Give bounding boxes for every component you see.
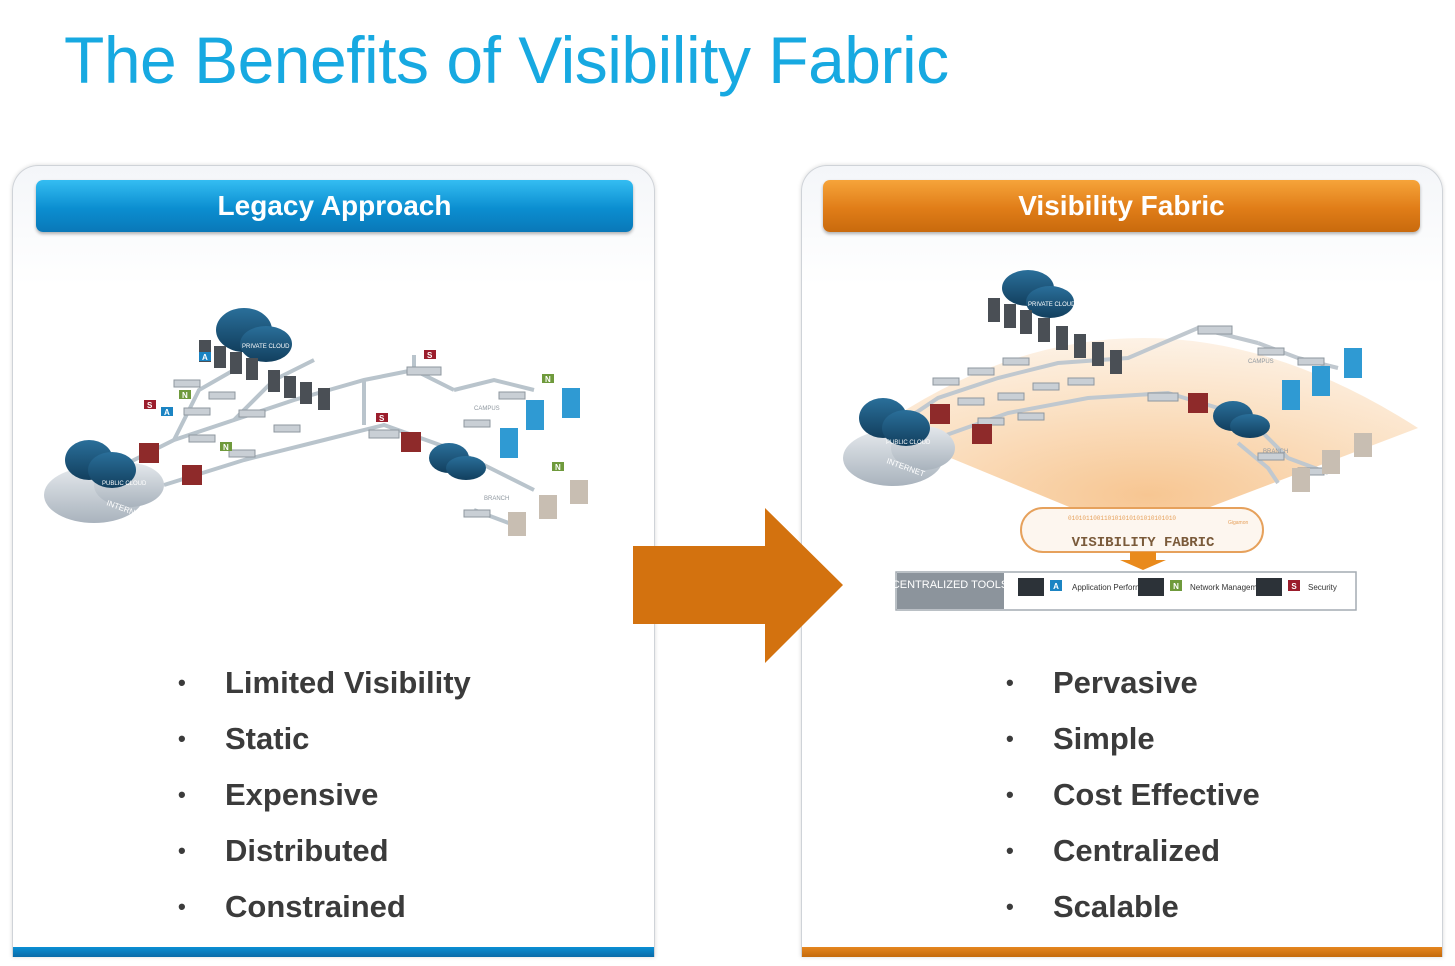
fabric-bullet: • Simple <box>1006 711 1260 767</box>
flag-s: S <box>147 401 153 410</box>
fabric-bullet: • Centralized <box>1006 823 1260 879</box>
flag-n: N <box>545 375 551 384</box>
flag-n: N <box>223 443 229 452</box>
flag-n: N <box>182 391 188 400</box>
tool-application-name: Application Performance <box>1072 583 1160 592</box>
legacy-header: Legacy Approach <box>36 180 633 232</box>
bullet-dot: • <box>178 838 186 863</box>
internet-cloud <box>429 443 486 480</box>
fabric-label: VISIBILITY FABRIC <box>1072 535 1215 551</box>
fabric-buildings <box>1282 348 1372 492</box>
flag-a: A <box>164 408 170 417</box>
bullet-dot: • <box>178 670 186 695</box>
fabric-down-arrow <box>1120 552 1166 570</box>
fabric-private-cloud-label: PRIVATE CLOUD <box>1028 302 1076 308</box>
fabric-internet-cloud <box>1213 401 1270 438</box>
flag-n: N <box>555 463 561 472</box>
bullet-dot: • <box>178 782 186 807</box>
bullet-dot: • <box>178 894 186 919</box>
legacy-bullet: • Distributed <box>178 823 471 879</box>
fabric-bullet: • Scalable <box>1006 879 1260 935</box>
bullet-dot: • <box>1006 894 1014 919</box>
legacy-flags: S A N N A S S N N <box>144 350 564 472</box>
slide-title: The Benefits of Visibility Fabric <box>64 23 949 97</box>
bullet-text: Constrained <box>225 889 406 924</box>
bullet-dot: • <box>1006 838 1014 863</box>
legacy-panel: Legacy Approach <box>12 165 655 957</box>
legacy-bullet: • Static <box>178 711 471 767</box>
tools-label: CENTRALIZED TOOLS <box>892 579 1008 591</box>
legacy-bullet: • Expensive <box>178 767 471 823</box>
tool-application-letter: A <box>1053 582 1059 591</box>
fabric-campus-label: CAMPUS <box>1248 359 1274 365</box>
bullet-text: Simple <box>1053 721 1155 756</box>
branch-label: BRANCH <box>484 496 509 502</box>
bullet-dot: • <box>178 726 186 751</box>
flag-s: S <box>427 351 433 360</box>
fabric-private-cloud: PRIVATE CLOUD <box>988 270 1122 374</box>
fabric-panel: Visibility Fabric <box>801 165 1443 957</box>
legacy-bullet: • Limited Visibility <box>178 655 471 711</box>
fabric-bullet: • Pervasive <box>1006 655 1260 711</box>
bullet-text: Centralized <box>1053 833 1221 868</box>
legacy-network-diagram: PUBLIC CLOUD INTERNET PRIVATE CLOUD <box>44 308 588 536</box>
public-cloud-label: PUBLIC CLOUD <box>102 481 147 487</box>
bullet-text: Static <box>225 721 310 756</box>
legacy-bullet-list: • Limited Visibility • Static • Expensive •… <box>178 655 471 935</box>
legacy-links <box>103 355 535 527</box>
private-cloud-label: PRIVATE CLOUD <box>242 344 290 350</box>
legacy-bottom-bar <box>13 947 654 957</box>
fabric-public-cloud-label: PUBLIC CLOUD <box>886 440 931 446</box>
tool-network-name: Network Management <box>1190 583 1269 592</box>
tool-security-letter: S <box>1291 582 1297 591</box>
bullet-text: Scalable <box>1053 889 1179 924</box>
transition-arrow <box>633 508 843 663</box>
fabric-bullet-list: • Pervasive • Simple • Cost Effective • Cent… <box>1006 655 1260 935</box>
tool-network-letter: N <box>1173 582 1179 591</box>
bullet-text: Distributed <box>225 833 389 868</box>
fabric-bottom-bar <box>802 947 1442 957</box>
fabric-public-cloud: PUBLIC CLOUD INTERNET <box>843 398 955 486</box>
public-cloud: PUBLIC CLOUD INTERNET <box>44 440 164 523</box>
fabric-brand: Gigamon <box>1228 520 1249 526</box>
tool-security: S Security <box>1256 578 1337 596</box>
bullet-dot: • <box>1006 782 1014 807</box>
flag-a: A <box>202 353 208 362</box>
fabric-network-diagram: PRIVATE CLOUD PUBLIC CLOUD INTERNET <box>843 270 1418 611</box>
legacy-firewalls <box>139 432 421 485</box>
tool-network: N Network Management <box>1138 578 1269 596</box>
bullet-dot: • <box>1006 726 1014 751</box>
bullet-text: Cost Effective <box>1053 777 1260 812</box>
fabric-branch-label: BRANCH <box>1263 449 1288 455</box>
campus-label: CAMPUS <box>474 406 500 412</box>
bullet-text: Expensive <box>225 777 379 812</box>
tool-security-name: Security <box>1308 583 1337 592</box>
bullet-dot: • <box>1006 670 1014 695</box>
fabric-firewalls <box>930 393 1208 444</box>
tool-application: A Application Performance <box>1018 578 1160 596</box>
private-cloud: PRIVATE CLOUD <box>199 308 330 410</box>
fabric-bullet: • Cost Effective <box>1006 767 1260 823</box>
legacy-buildings <box>500 388 588 536</box>
fabric-binary: 010101100110101010101010101010 <box>1068 515 1176 522</box>
bullet-text: Limited Visibility <box>225 665 471 700</box>
fabric-header: Visibility Fabric <box>823 180 1420 232</box>
bullet-text: Pervasive <box>1053 665 1198 700</box>
flag-s: S <box>379 414 385 423</box>
visibility-fabric-node: 010101100110101010101010101010 Gigamon V… <box>1020 507 1264 570</box>
centralized-tools-bar: CENTRALIZED TOOLS A Application Performa… <box>892 571 1357 611</box>
legacy-switches <box>173 366 526 518</box>
legacy-bullet: • Constrained <box>178 879 471 935</box>
